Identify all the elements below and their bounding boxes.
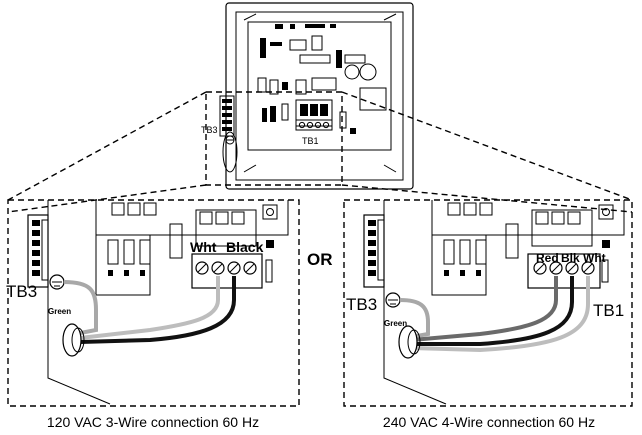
right-wires [399,276,590,353]
right-tb1-label: TB1 [593,301,624,320]
controller-enclosure: TB3 TB1 [201,2,414,190]
tb3-small-label: TB3 [201,125,218,135]
left-green-label: Green [48,307,71,316]
right-blk-label: Blk [561,251,580,265]
left-detail-panel: TB3 Green Wht Black [6,199,300,407]
left-cable-grommet [62,323,85,357]
right-tb3-label: TB3 [346,295,377,314]
right-green-label: Green [384,319,407,328]
left-black-label: Black [226,239,264,255]
right-tb3-strip [363,214,401,308]
right-board-components [443,202,614,283]
top-tb3-block [219,95,238,173]
zoom-callouts [7,91,633,213]
right-detail-panel: TB3 Green Red Blk Wht TB1 [343,199,633,407]
left-tb1-block [191,253,263,289]
left-board-components [107,202,278,283]
left-tb3-label: TB3 [6,282,37,301]
or-label: OR [307,250,333,269]
top-board-components [257,24,387,134]
left-wht-label: Wht [190,239,217,255]
right-caption: 240 VAC 4-Wire connection 60 Hz [383,414,595,430]
left-wires [63,276,236,344]
left-caption: 120 VAC 3-Wire connection 60 Hz [47,414,259,430]
right-wht-label: Wht [583,251,606,265]
left-tb3-strip [27,214,65,290]
right-cable-grommet [398,325,421,359]
right-red-label: Red [536,251,559,265]
tb1-small-label: TB1 [302,136,319,146]
